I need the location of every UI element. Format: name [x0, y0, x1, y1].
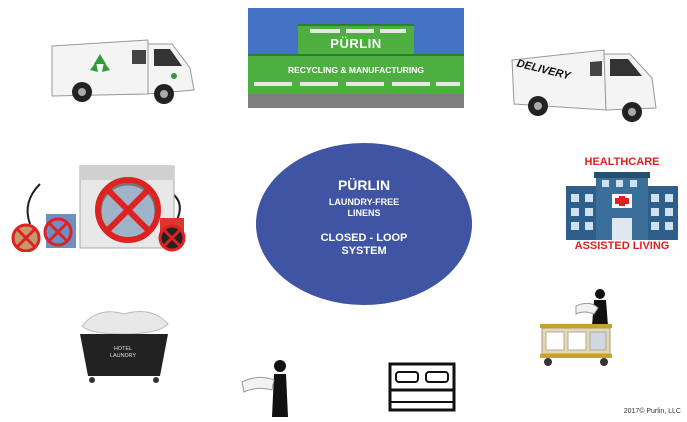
recycling-van-icon: [51, 39, 195, 104]
factory-ground: [248, 94, 464, 108]
factory-window: [300, 82, 338, 86]
healthcare-facility: HEALTHCARE ASSISTED LIVING: [560, 156, 684, 252]
housekeeping-cart-icon: [540, 289, 612, 366]
factory-window: [310, 29, 340, 33]
factory-window: [346, 29, 374, 33]
factory-window: [436, 82, 460, 86]
assisted-living-label: ASSISTED LIVING: [574, 240, 670, 252]
housekeeper-person: [238, 356, 294, 417]
delivery-van: DELIVERY: [506, 44, 666, 124]
factory-window: [380, 29, 406, 33]
housekeeping-cart: [536, 286, 620, 368]
healthcare-label: HEALTHCARE: [584, 156, 660, 168]
hotel-laundry-cart: HOTEL LAUNDRY: [68, 304, 180, 384]
laundry-cart-label-line-2: LAUNDRY: [109, 353, 137, 359]
person-carrying-linens-icon: [241, 360, 288, 417]
circle-brand: PÜRLIN: [337, 177, 391, 193]
factory-body: [248, 54, 464, 96]
factory-subtitle: RECYCLING & MANUFACTURING: [288, 65, 424, 75]
delivery-van-icon: [511, 49, 657, 122]
circle-tagline: CLOSED - LOOP SYSTEM: [286, 232, 442, 258]
copyright: 2017© Purlin, LLC: [623, 408, 681, 415]
circle-line-1: LAUNDRY-FREE: [328, 197, 400, 207]
laundry-cart-icon: [80, 311, 169, 383]
factory-name: PÜRLIN: [330, 36, 382, 51]
circle-subtitle: LAUNDRY-FREE LINENS: [296, 197, 432, 219]
recycling-van: [44, 32, 204, 110]
circle-line-3: CLOSED - LOOP: [320, 232, 408, 244]
bed: [386, 362, 458, 414]
closed-loop-circle: PÜRLIN LAUNDRY-FREE LINENS CLOSED - LOOP…: [256, 143, 472, 305]
circle-line-4: SYSTEM: [341, 245, 387, 257]
hospital-building-icon: [566, 172, 678, 240]
washing-machine-crossed: [10, 162, 192, 253]
washing-machine-icon: [11, 165, 186, 253]
laundry-cart-label-line-1: HOTEL: [113, 346, 133, 352]
factory-window: [254, 82, 292, 86]
factory-window: [392, 82, 430, 86]
circle-line-2: LINENS: [347, 208, 381, 218]
factory-window: [346, 82, 384, 86]
bed-icon: [388, 362, 456, 412]
factory: PÜRLIN RECYCLING & MANUFACTURING: [248, 8, 464, 108]
laundry-cart-label: HOTEL LAUNDRY: [98, 346, 148, 360]
